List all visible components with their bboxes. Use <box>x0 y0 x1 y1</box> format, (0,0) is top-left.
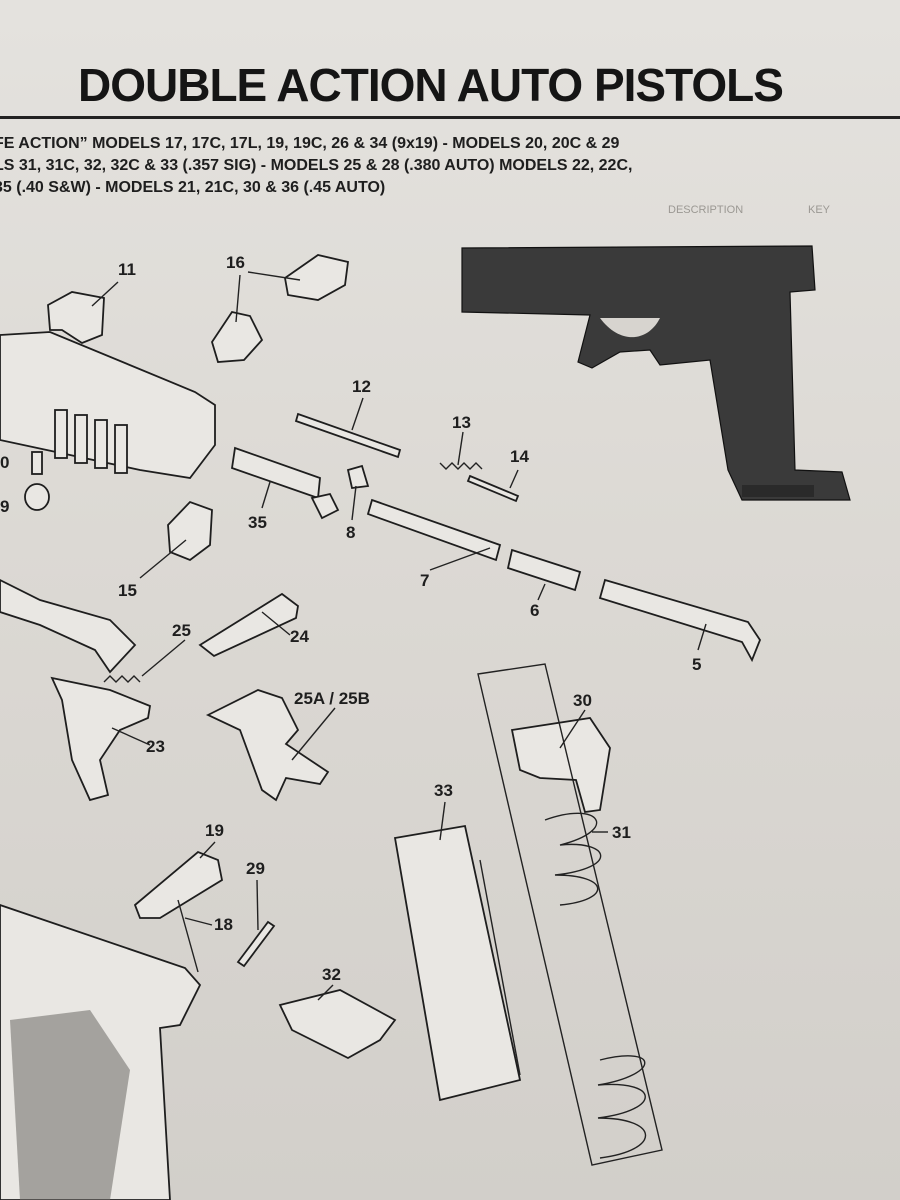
callout-19: 19 <box>205 821 224 840</box>
frame-part <box>0 904 202 1200</box>
part-16-sight-front <box>211 310 264 363</box>
callout-23: 23 <box>146 737 165 756</box>
callout-18: 18 <box>214 915 233 934</box>
part-9-shape <box>24 483 50 511</box>
part-32-shape <box>278 989 397 1060</box>
title-rule <box>0 116 900 119</box>
part-33-magazine <box>393 824 522 1102</box>
subtitle-line-2: LS 31, 31C, 32, 32C & 33 (.357 SIG) - MO… <box>0 157 633 174</box>
callout-6: 6 <box>530 601 539 620</box>
part-8-shape <box>310 464 370 520</box>
callout-24: 24 <box>290 627 309 646</box>
callout-14: 14 <box>510 447 529 466</box>
part-13-shape <box>439 462 483 470</box>
magazine-tube-outline <box>477 663 663 1166</box>
pistol-photo <box>461 245 851 501</box>
part-19-shape <box>133 850 224 919</box>
callout-30: 30 <box>573 691 592 710</box>
part-16-sight-rear <box>284 254 349 301</box>
callout-5: 5 <box>692 655 701 674</box>
page-title: DOUBLE ACTION AUTO PISTOLS <box>78 59 784 111</box>
bleed-text-key: KEY <box>808 204 831 216</box>
callout-9: 9 <box>0 497 9 516</box>
part-5-shape <box>598 578 762 663</box>
bleed-text-description: DESCRIPTION <box>668 204 743 216</box>
callout-29: 29 <box>246 859 265 878</box>
callout-16: 16 <box>226 253 245 272</box>
part-15-shape <box>167 500 213 562</box>
callout-31: 31 <box>612 823 631 842</box>
callout-25a-25b: 25A / 25B <box>294 689 370 708</box>
part-18-shape <box>177 899 199 973</box>
callout-11: 11 <box>118 260 136 279</box>
part-24-shape <box>198 592 299 658</box>
callout-33: 33 <box>434 781 453 800</box>
part-25a-shape <box>205 689 330 802</box>
part-7-shape <box>366 498 502 562</box>
part-11-shape <box>47 291 105 345</box>
part-0-shape <box>31 451 43 475</box>
part-31-shape <box>544 812 602 906</box>
callout-15: 15 <box>118 581 137 600</box>
callout-7: 7 <box>420 571 429 590</box>
subtitle-line-1: FE ACTION” MODELS 17, 17C, 17L, 19, 19C,… <box>0 135 620 152</box>
slide-part <box>0 331 216 479</box>
subtitle-line-3: 35 (.40 S&W) - MODELS 21, 21C, 30 & 36 (… <box>0 179 386 196</box>
spring-lower-shape <box>597 1055 647 1159</box>
part-25-shape <box>103 675 141 683</box>
part-6-shape <box>506 548 582 592</box>
callout-13: 13 <box>452 413 471 432</box>
callout-12: 12 <box>352 377 371 396</box>
callout-8: 8 <box>346 523 355 542</box>
part-23-shape <box>50 676 152 802</box>
trigger-bar-shape <box>0 578 137 674</box>
part-35-shape <box>230 446 321 500</box>
callout-0: 0 <box>0 453 9 472</box>
callout-labels: 11 16 12 13 14 0 9 35 8 15 7 6 5 25 24 2… <box>0 253 701 984</box>
callout-35: 35 <box>248 513 267 532</box>
callout-lines <box>91 271 707 1001</box>
part-30-shape <box>510 717 611 813</box>
models-subtitle: FE ACTION” MODELS 17, 17C, 17L, 19, 19C,… <box>0 133 880 199</box>
part-14-shape <box>466 474 520 503</box>
callout-25: 25 <box>172 621 191 640</box>
callout-32: 32 <box>322 965 341 984</box>
part-29-shape <box>236 920 276 968</box>
part-12-shape <box>294 412 402 459</box>
